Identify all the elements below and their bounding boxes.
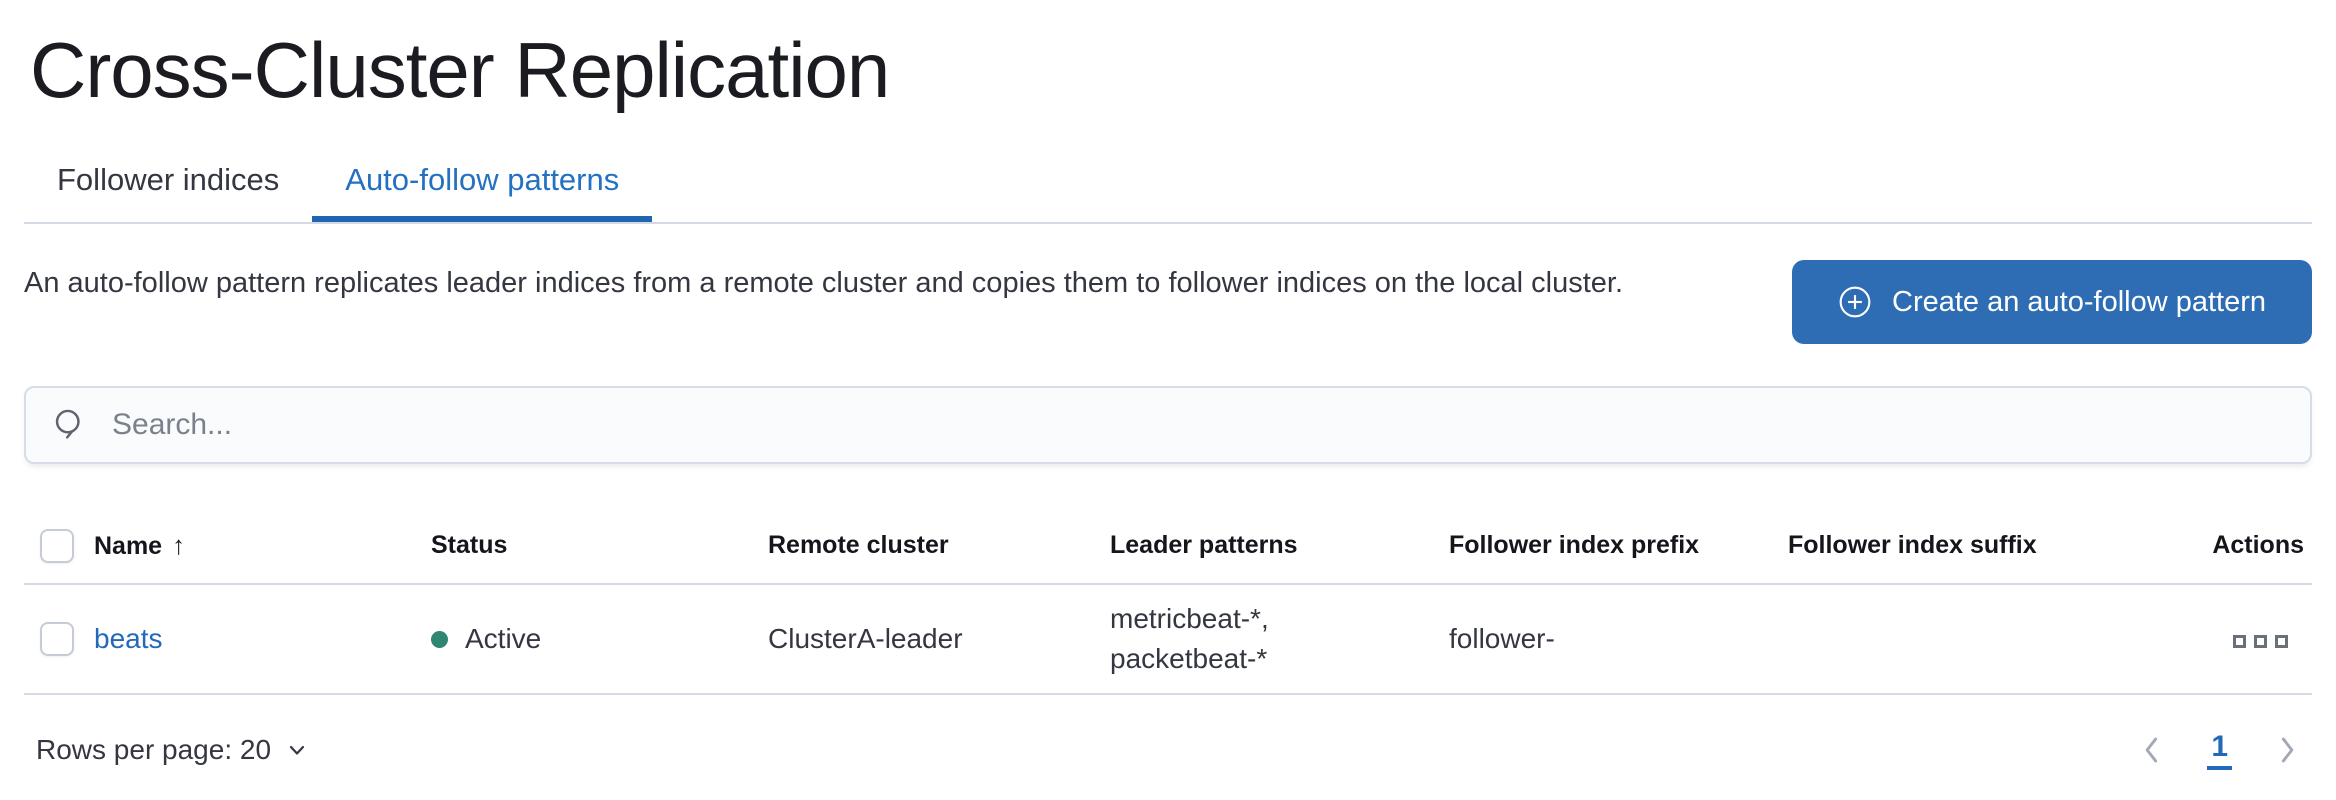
boxes-horizontal-icon <box>2275 635 2288 648</box>
remote-cluster-cell: ClusterA-leader <box>768 584 1110 695</box>
page-title: Cross-Cluster Replication <box>30 26 890 114</box>
table-header-row: Name↑ Status Remote cluster Leader patte… <box>24 508 2312 585</box>
sort-ascending-icon: ↑ <box>172 530 186 560</box>
chevron-down-icon <box>289 745 305 755</box>
status-label: Active <box>465 623 542 654</box>
follower-index-prefix-cell: follower- <box>1449 584 1788 695</box>
search-input[interactable] <box>88 408 2310 442</box>
intro-row: An auto-follow pattern replicates leader… <box>24 260 2312 344</box>
name-cell: beats <box>94 584 431 695</box>
leader-pattern-line: packetbeat-* <box>1110 643 1268 674</box>
rows-per-page-label: Rows per page: 20 <box>36 734 272 765</box>
search-bar <box>24 386 2312 464</box>
pattern-name-link[interactable]: beats <box>94 623 163 654</box>
cross-cluster-replication-page: Cross-Cluster Replication Follower indic… <box>0 20 2336 779</box>
rows-per-page-button[interactable]: Rows per page: 20 <box>24 734 309 766</box>
column-header-status: Status <box>431 508 768 585</box>
previous-page-button[interactable] <box>2137 733 2167 767</box>
follower-index-suffix-cell <box>1788 584 2129 695</box>
boxes-horizontal-icon <box>2233 635 2246 648</box>
boxes-horizontal-icon <box>2254 635 2267 648</box>
page-description: An auto-follow pattern replicates leader… <box>24 267 1624 299</box>
status-active-dot-icon <box>431 630 448 648</box>
column-header-remote-cluster: Remote cluster <box>768 508 1110 585</box>
column-header-name[interactable]: Name↑ <box>94 508 431 585</box>
page-number-1[interactable]: 1 <box>2207 730 2232 770</box>
next-page-button[interactable] <box>2272 733 2302 767</box>
search-icon <box>55 409 80 439</box>
create-auto-follow-pattern-button[interactable]: Create an auto-follow pattern <box>1792 260 2312 344</box>
tab-auto-follow-patterns[interactable]: Auto-follow patterns <box>312 142 652 222</box>
select-row-checkbox[interactable] <box>40 622 74 656</box>
column-header-actions: Actions <box>2129 508 2312 585</box>
status-cell: Active <box>431 584 768 695</box>
plus-in-circle-icon <box>1839 286 1871 318</box>
create-button-label: Create an auto-follow pattern <box>1892 285 2266 318</box>
auto-follow-patterns-table: Name↑ Status Remote cluster Leader patte… <box>24 508 2312 695</box>
leader-pattern-line: metricbeat-*, <box>1110 603 1269 634</box>
column-header-follower-index-prefix: Follower index prefix <box>1449 508 1788 585</box>
leader-patterns-cell: metricbeat-*, packetbeat-* <box>1110 584 1449 695</box>
select-all-checkbox[interactable] <box>40 528 74 563</box>
tabs: Follower indices Auto-follow patterns <box>24 142 2312 224</box>
column-header-leader-patterns: Leader patterns <box>1110 508 1449 585</box>
actions-cell <box>2129 584 2312 695</box>
tab-follower-indices[interactable]: Follower indices <box>57 162 280 197</box>
pagination: 1 <box>2137 730 2312 770</box>
column-header-follower-index-suffix: Follower index suffix <box>1788 508 2129 585</box>
table-footer: Rows per page: 20 1 <box>24 721 2312 779</box>
table-row-beats: beats Active ClusterA-leader metricbeat-… <box>24 584 2312 695</box>
row-actions-button[interactable] <box>2233 635 2288 648</box>
